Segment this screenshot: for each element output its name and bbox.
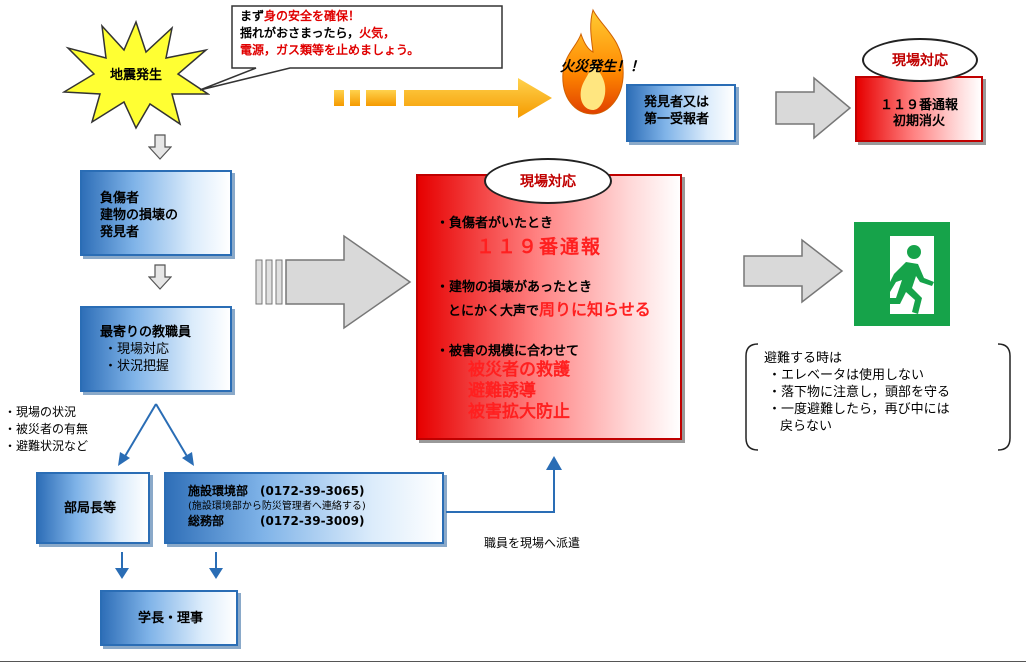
arrow-right-icon	[743, 238, 844, 304]
facilities-box: 施設環境部 (0172-39-3065) (施設環境部から防災管理者へ連絡する)…	[164, 472, 444, 544]
starburst-icon	[62, 19, 210, 130]
arrow-down-icon	[148, 264, 172, 290]
fire-label: 火災発生！！	[560, 59, 644, 75]
staff-box: 最寄りの教職員 ・現場対応 ・状況把握	[80, 306, 232, 392]
dispatch-label: 職員を現場へ派遣	[484, 536, 581, 550]
dept-head-box: 部局長等	[36, 472, 150, 544]
arrow-down-icon	[148, 134, 172, 160]
main-response-box: ・負傷者がいたとき １１９番通報 ・建物の損壊があったとき とにかく大声で周りに…	[416, 174, 682, 440]
arrow-down-icon	[209, 552, 223, 579]
earthquake-label: 地震発生	[110, 68, 163, 83]
main-response-badge: 現場対応	[484, 158, 612, 204]
arrow-down-icon	[115, 552, 129, 579]
callout-text: まず身の安全を確保！ 揺れがおさまったら，火気， 電源，ガス類等を止めましょう。	[240, 9, 420, 57]
injured-box: 負傷者 建物の損壊の 発見者	[80, 170, 232, 256]
status-list: ・現場の状況 ・被災者の有無 ・避難状況など	[4, 405, 89, 453]
dispatch-arrow	[446, 456, 562, 513]
divider	[0, 661, 1026, 662]
evacuation-notes: 避難する時は ・エレベータは使用しない ・落下物に注意し，頭部を守る ・一度避難…	[744, 342, 1012, 452]
callout-bubble	[199, 5, 503, 91]
orange-arrow-icon	[334, 78, 552, 118]
top-response-box: １１９番通報 初期消火	[855, 76, 983, 142]
arrow-right-icon	[255, 234, 412, 330]
branch-arrows	[118, 403, 194, 466]
flame-icon	[562, 8, 624, 115]
discoverer-box: 発見者又は 第一受報者	[626, 84, 736, 142]
top-response-badge: 現場対応	[862, 38, 978, 82]
exit-sign-icon	[854, 222, 950, 326]
arrow-right-icon	[775, 76, 852, 140]
president-box: 学長・理事	[100, 590, 238, 646]
